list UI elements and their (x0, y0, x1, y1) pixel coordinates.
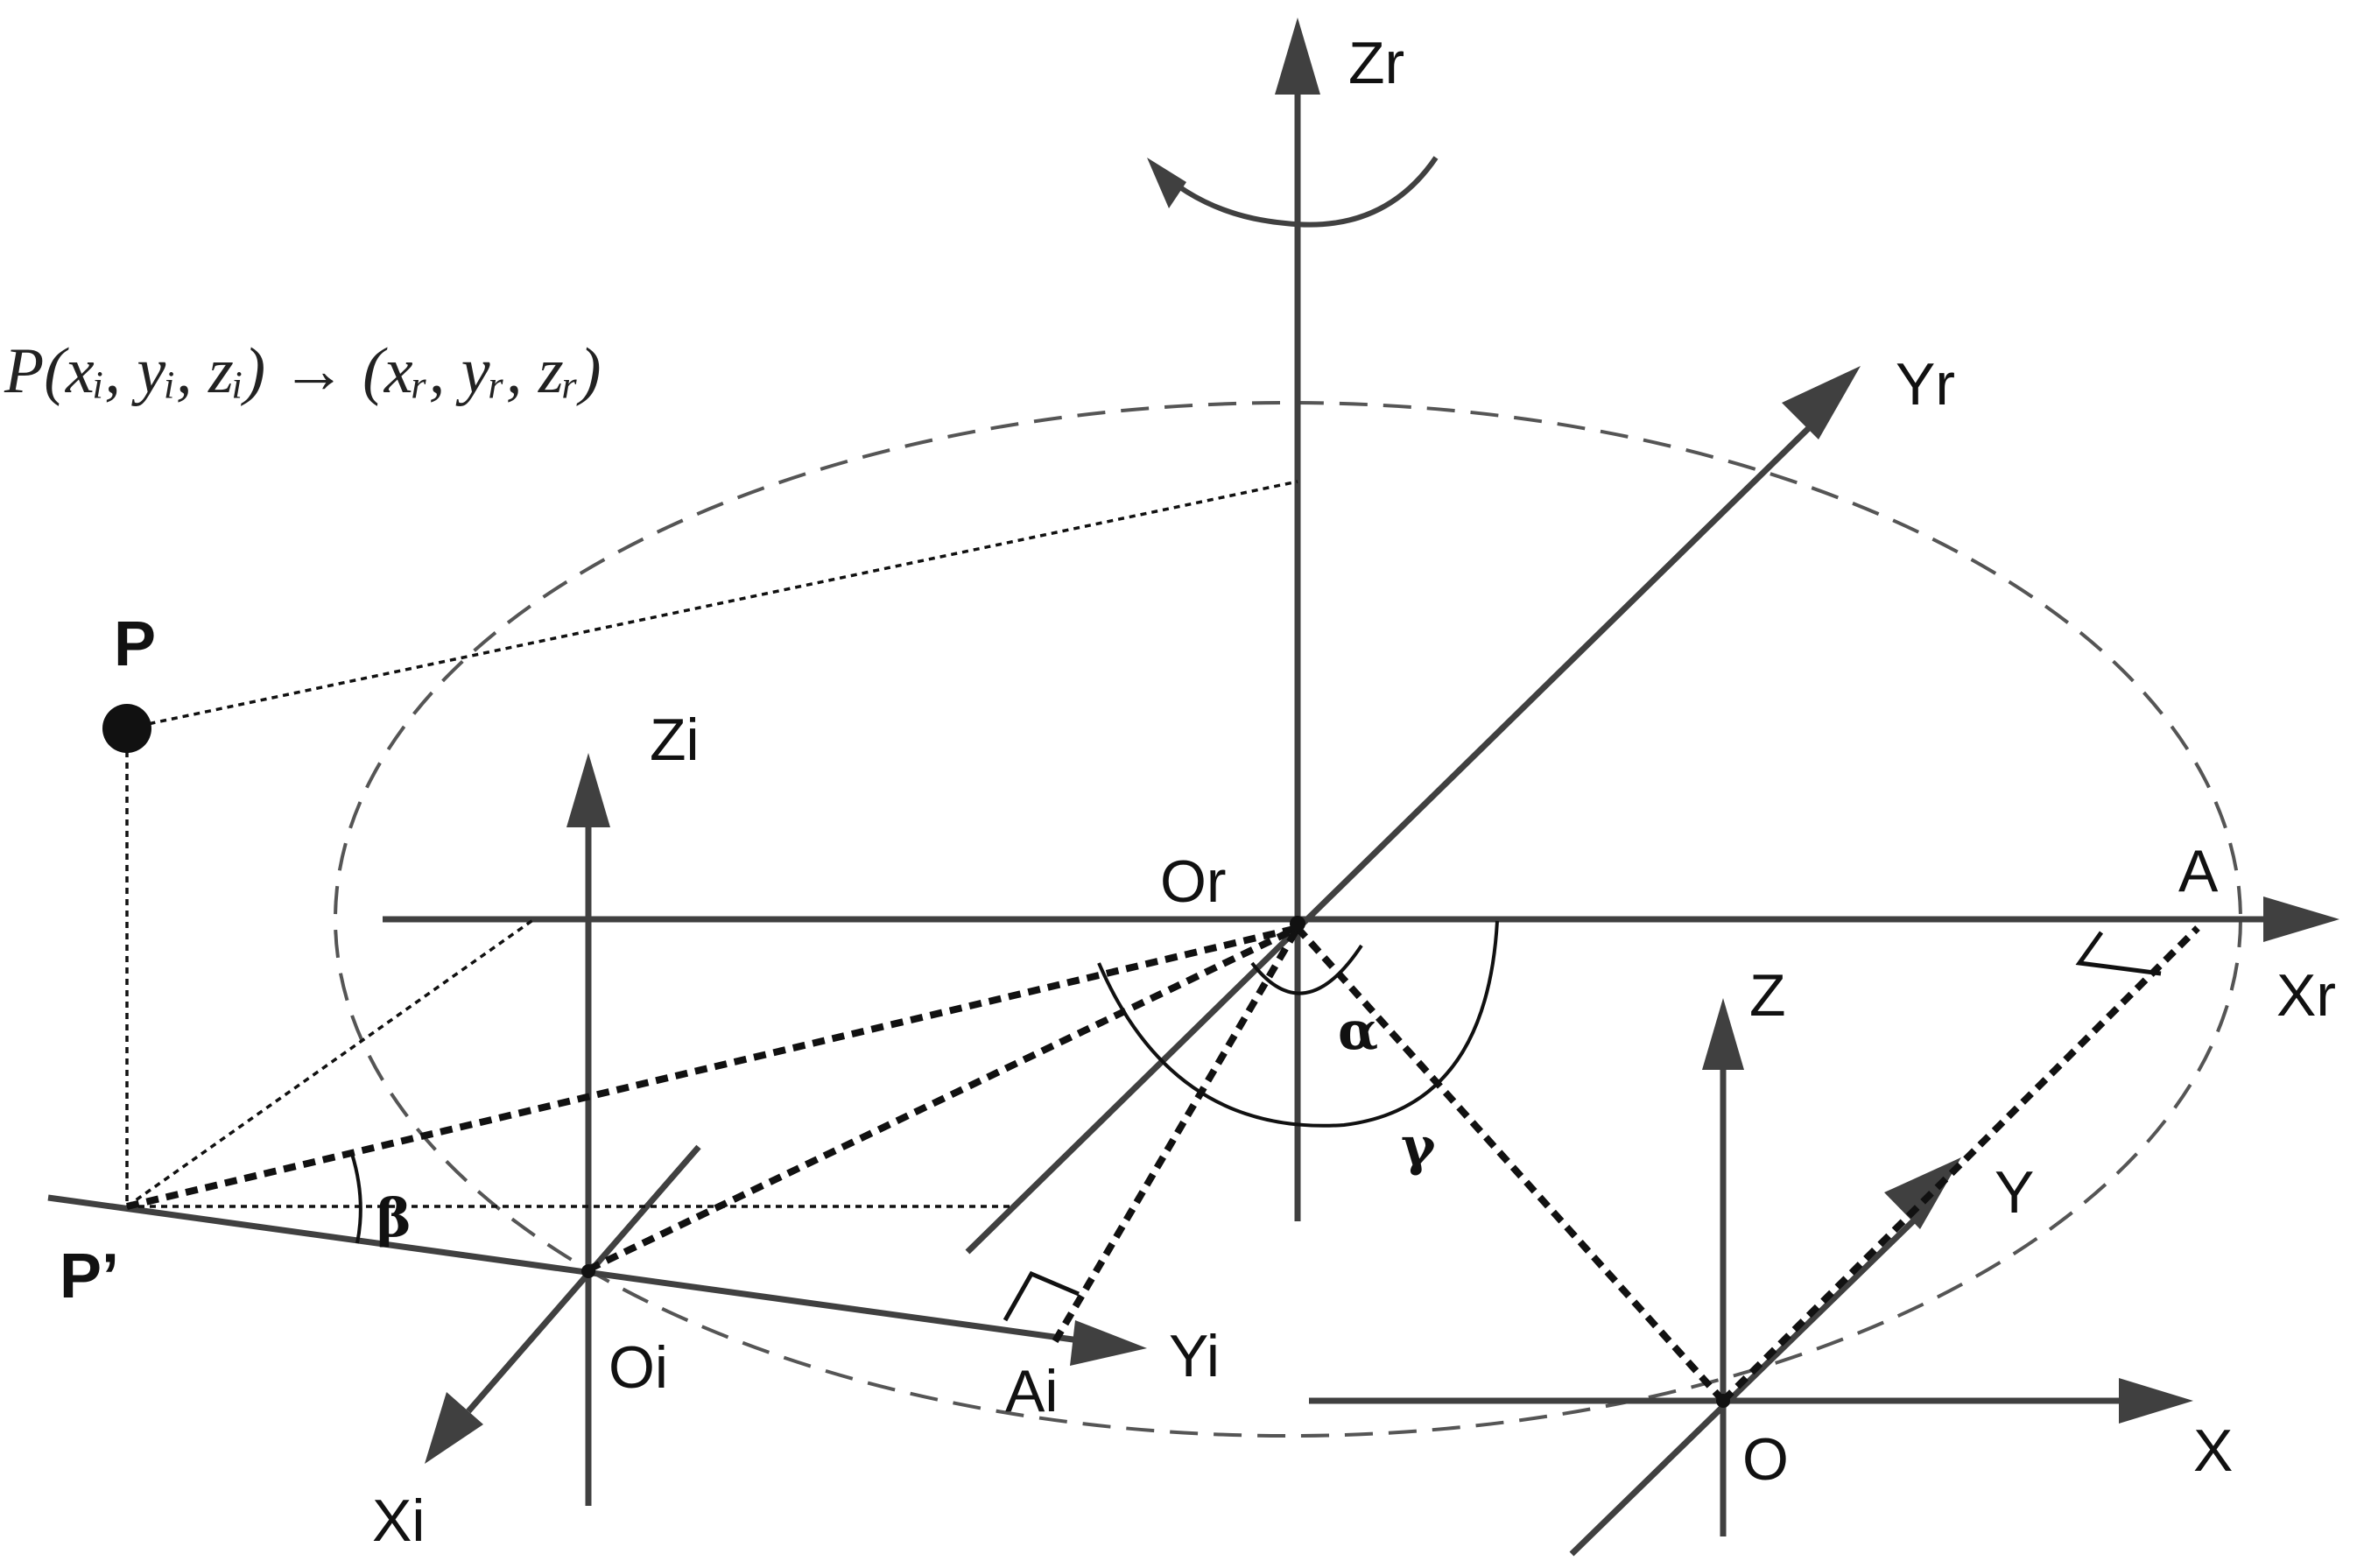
xi-arrowhead-icon (425, 1392, 483, 1464)
pprime-to-or-line (126, 925, 1298, 1210)
right-angle-a-marker (2075, 931, 2162, 976)
alpha-arc (1250, 944, 1363, 995)
p-point (102, 704, 151, 753)
alpha-label: α (1338, 1001, 1378, 1062)
o-to-or-line (1295, 925, 1726, 1403)
or-label: Or (1160, 848, 1227, 915)
xi-label: Xi (372, 1487, 425, 1554)
zr-arrowhead-icon (1275, 18, 1320, 95)
beta-label: β (376, 1188, 412, 1249)
gamma-arc (1097, 920, 1499, 1128)
yi-arrowhead-icon (1070, 1320, 1147, 1366)
rotation-arrowhead-icon (1147, 158, 1186, 208)
zr-label: Zr (1348, 30, 1404, 96)
rotation-arrow-icon (1151, 156, 1439, 228)
z-arrowhead-icon (1702, 998, 1744, 1070)
xr-arrowhead-icon (2263, 897, 2339, 942)
yr-axis (965, 418, 1819, 1255)
o-label: O (1742, 1426, 1789, 1493)
p-to-zr-line (126, 480, 1298, 730)
x-arrowhead-icon (2119, 1378, 2193, 1424)
y-label: Y (1995, 1159, 2034, 1226)
xi-axis (466, 1144, 701, 1414)
yr-arrowhead-icon (1782, 366, 1861, 439)
yi-label: Yi (1169, 1323, 1220, 1389)
ai-label: Ai (1005, 1358, 1058, 1424)
or-point (1290, 916, 1305, 932)
pprime-to-xr-line (125, 918, 536, 1208)
zi-label: Zi (650, 707, 700, 773)
transform-formula: P(xᵢ, yᵢ, zᵢ) → (xᵣ, yᵣ, zᵣ) (4, 335, 602, 407)
o-point (1716, 1394, 1730, 1408)
gamma-label: γ (1401, 1116, 1436, 1178)
beta-arc (350, 1153, 362, 1244)
yr-label: Yr (1896, 351, 1955, 418)
oi-label: Oi (609, 1334, 668, 1401)
x-label: X (2193, 1417, 2233, 1484)
oi-point (581, 1264, 595, 1278)
yi-axis (47, 1194, 1087, 1345)
xr-label: Xr (2276, 962, 2336, 1029)
a-label: A (2178, 838, 2219, 904)
oi-to-or-line (587, 925, 1299, 1273)
p-label: P (114, 609, 156, 679)
p-prime-label: P’ (60, 1241, 119, 1311)
y-axis (1569, 1214, 1920, 1557)
y-arrowhead-icon (1884, 1157, 1961, 1229)
zi-arrowhead-icon (566, 753, 610, 827)
z-label: Z (1749, 962, 1786, 1029)
o-to-a-line (1720, 925, 2200, 1403)
right-angle-ai-marker (1003, 1270, 1080, 1322)
